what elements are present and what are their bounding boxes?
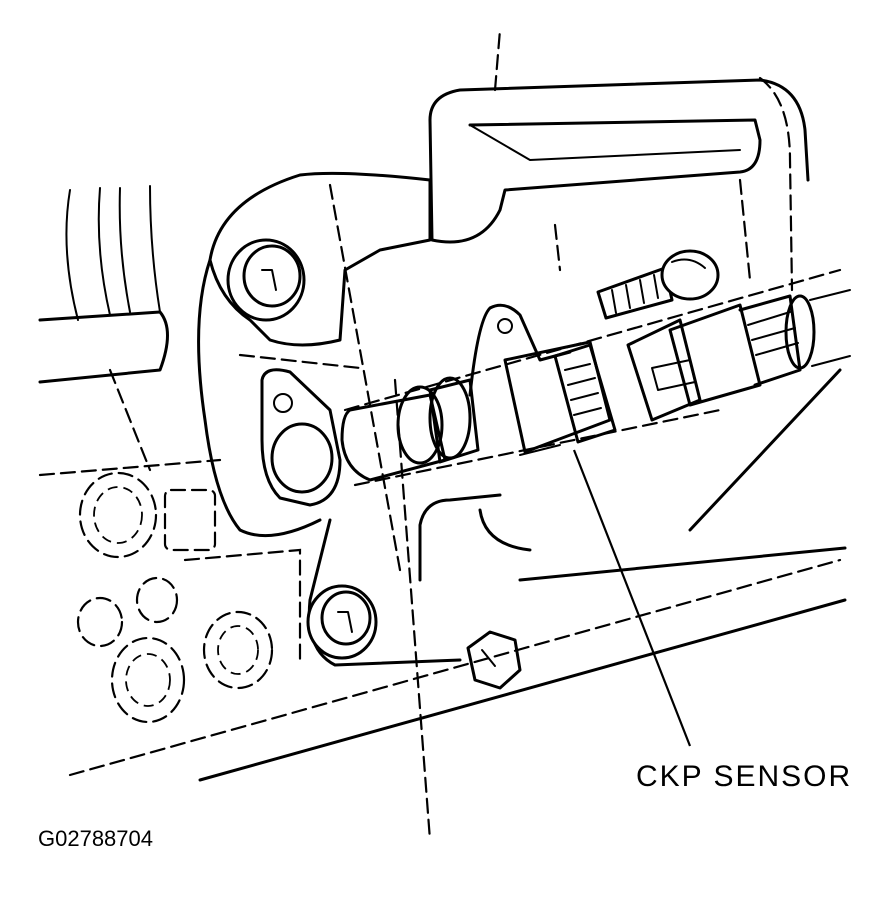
figure-id: G02788704	[38, 826, 153, 851]
frame-rails	[68, 268, 847, 782]
callout-leader-line	[572, 449, 692, 747]
ckp-sensor-body	[340, 303, 617, 482]
lower-nut	[466, 630, 522, 690]
ckp-sensor-label: CKP SENSOR	[636, 760, 853, 793]
left-frame-arm	[38, 185, 222, 477]
upper-bracket	[428, 28, 810, 292]
upper-mount-bolt	[226, 238, 306, 322]
lower-mount-bolt	[306, 584, 378, 660]
engine-block-outline	[76, 471, 302, 724]
harness-connector	[626, 289, 851, 422]
sensor-retaining-bolt	[596, 249, 720, 320]
